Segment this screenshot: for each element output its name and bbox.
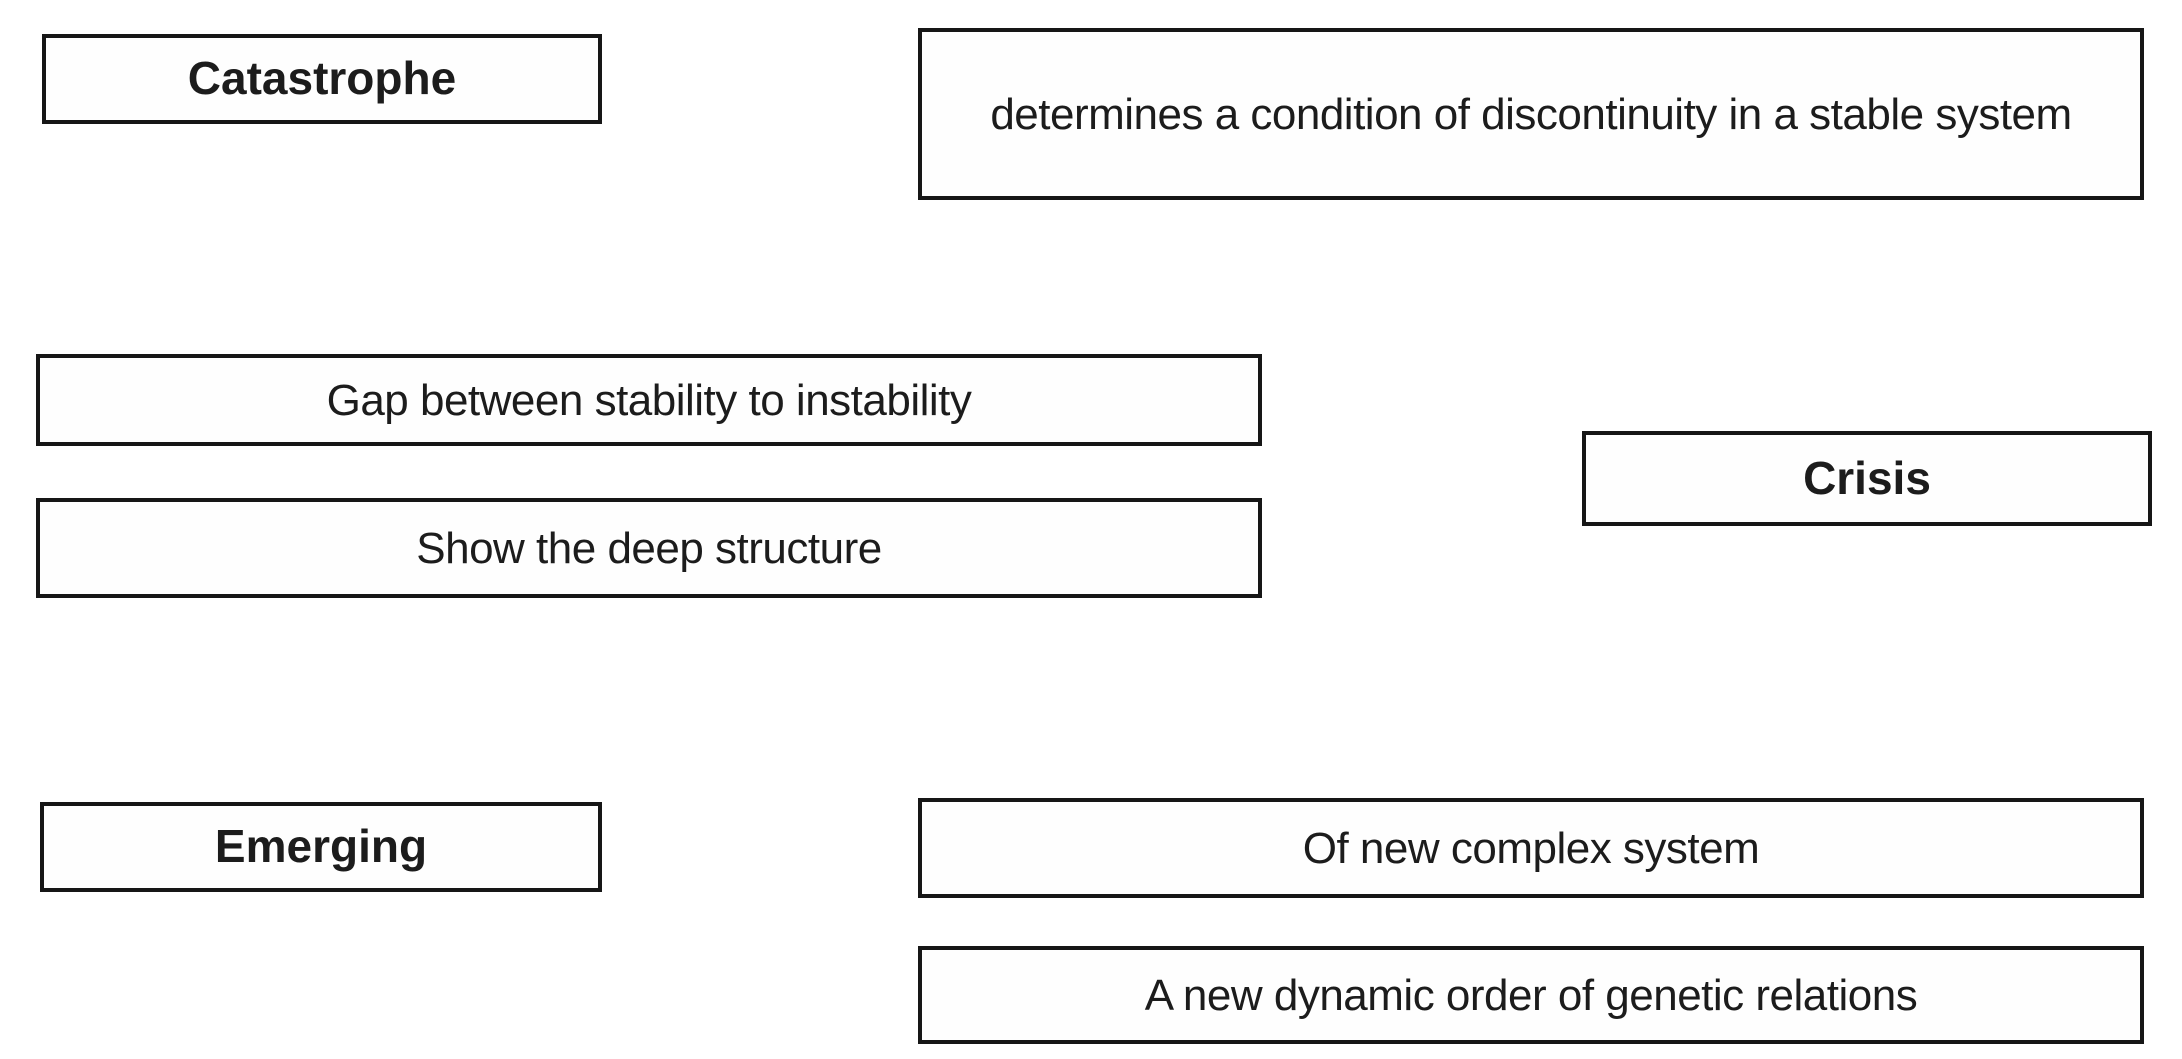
- description-box-gap-definition-label: Gap between stability to instability: [326, 375, 972, 425]
- description-box-of-new-complex-system-label: Of new complex system: [1302, 823, 1760, 873]
- description-box-of-new-complex-system[interactable]: Of new complex system: [918, 798, 2144, 898]
- term-box-crisis[interactable]: Crisis: [1582, 431, 2152, 526]
- description-box-new-dynamic-order[interactable]: A new dynamic order of genetic relations: [918, 946, 2144, 1044]
- term-box-emerging-label: Emerging: [214, 820, 428, 873]
- description-box-catastrophe-definition[interactable]: determines a condition of discontinuity …: [918, 28, 2144, 200]
- description-box-gap-definition[interactable]: Gap between stability to instability: [36, 354, 1262, 446]
- term-box-crisis-label: Crisis: [1803, 451, 1931, 504]
- description-box-show-deep-structure[interactable]: Show the deep structure: [36, 498, 1262, 598]
- term-box-emerging[interactable]: Emerging: [40, 802, 602, 892]
- description-box-catastrophe-definition-label: determines a condition of discontinuity …: [990, 89, 2072, 139]
- description-box-new-dynamic-order-label: A new dynamic order of genetic relations: [1144, 970, 1918, 1020]
- term-box-catastrophe-label: Catastrophe: [187, 52, 457, 105]
- description-box-show-deep-structure-label: Show the deep structure: [416, 523, 882, 573]
- term-box-catastrophe[interactable]: Catastrophe: [42, 34, 602, 124]
